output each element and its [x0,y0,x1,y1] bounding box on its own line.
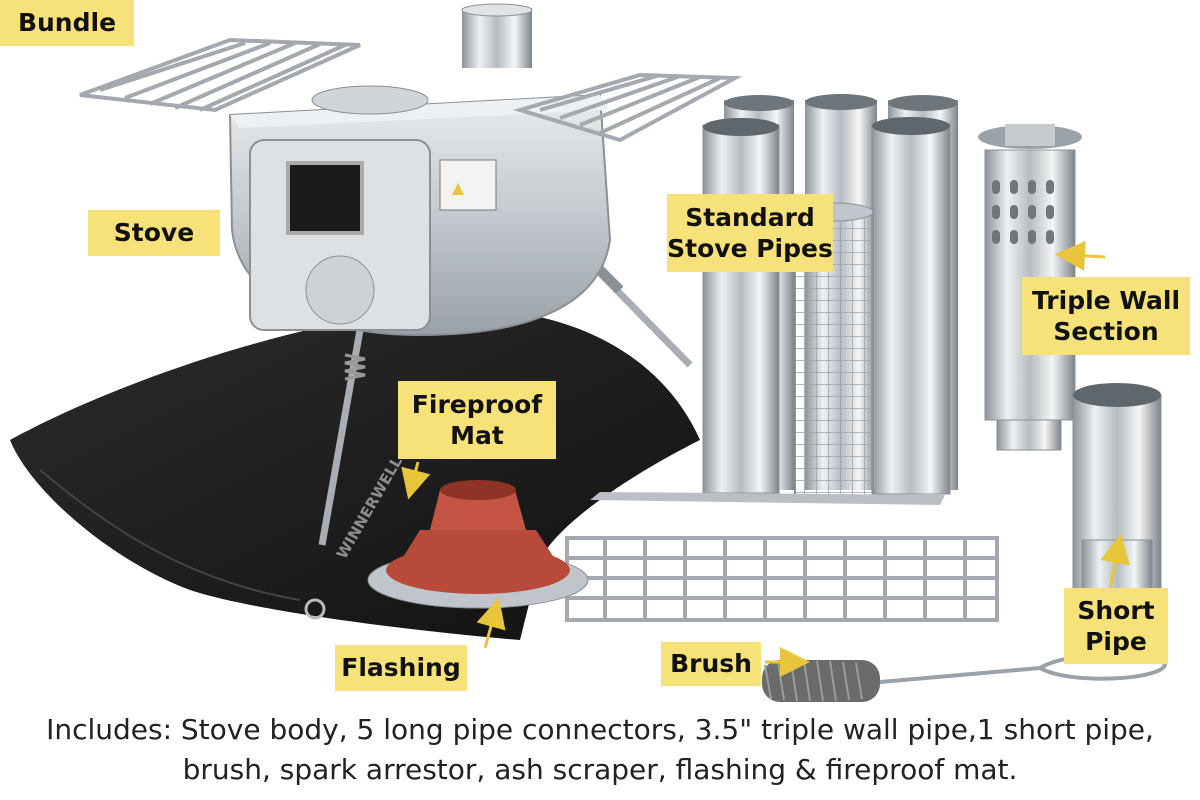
flashing [367,480,589,609]
caption-line-2: brush, spark arrestor, ash scraper, flas… [182,753,1018,786]
includes-caption: Includes: Stove body, 5 long pipe connec… [0,710,1200,790]
flashing-label: Flashing [335,645,467,691]
short-pipe-label-line1: Short [1077,595,1155,625]
fireproof-mat-label-line2: Mat [450,421,504,450]
pointer-arrows [401,240,1130,677]
grate [565,536,999,622]
stove-label: Stove [88,210,220,256]
fireproof-mat-label-line1: Fireproof [411,389,543,419]
triple-wall-section-label: Triple Wall Section [1022,277,1190,355]
brush-label-text: Brush [670,649,752,679]
standard-stove-pipes-label: Standard Stove Pipes [667,194,833,272]
short-pipe [1072,383,1162,621]
triple-wall-section [978,124,1082,451]
standard-stove-pipes-label-line2: Stove Pipes [667,234,833,263]
stove-label-text: Stove [113,218,195,248]
triple-wall-section-label-line2: Section [1053,317,1159,346]
triple-wall-section-label-line1: Triple Wall [1031,285,1181,315]
fireproof-mat-label: Fireproof Mat [398,381,556,459]
flashing-label-text: Flashing [341,653,461,683]
short-pipe-label: Short Pipe [1064,588,1168,664]
stove [79,3,743,546]
caption-line-1: Includes: Stove body, 5 long pipe connec… [46,713,1154,746]
short-pipe-label-line2: Pipe [1085,627,1147,656]
standard-stove-pipes-label-line1: Standard [685,202,815,232]
brush-label: Brush [661,642,761,686]
bundle-label: Bundle [0,0,134,46]
standard-stove-pipes [590,94,958,505]
bundle-label-text: Bundle [17,8,117,38]
